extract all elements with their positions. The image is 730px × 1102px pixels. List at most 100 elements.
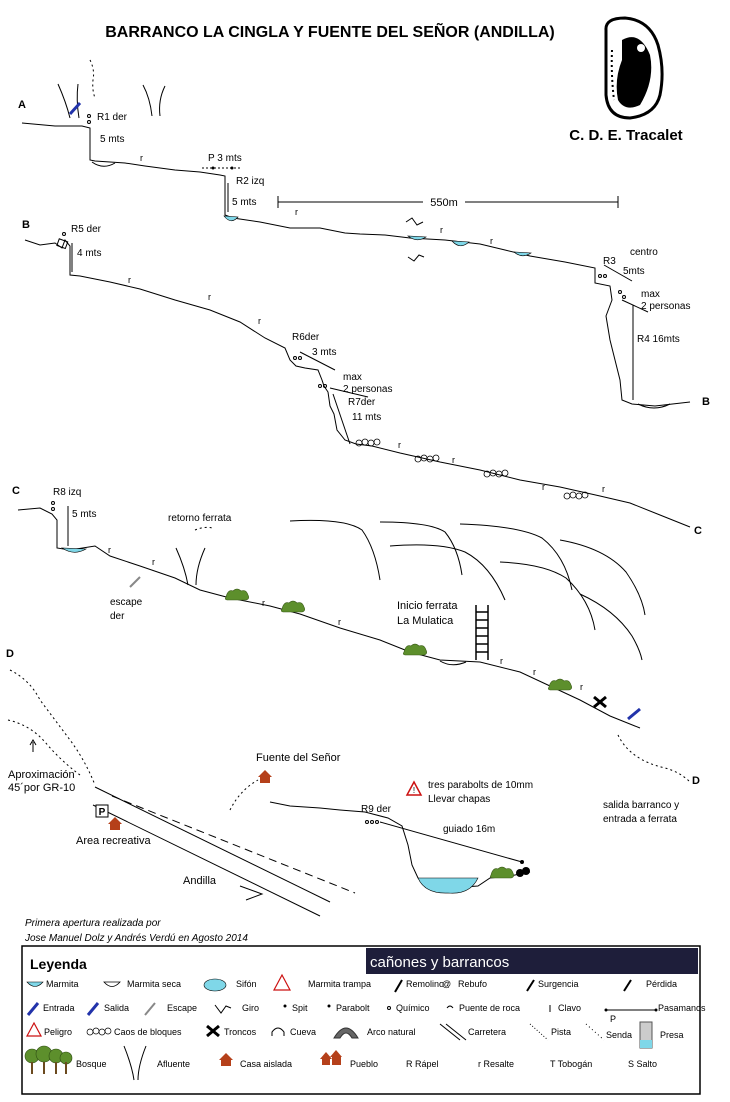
label-r5-height: 4 mts bbox=[77, 248, 101, 259]
profile-b bbox=[24, 239, 691, 528]
section-label-b-end: B bbox=[702, 396, 710, 408]
resalte-mark: r bbox=[108, 545, 111, 555]
label-parabolts2: Llevar chapas bbox=[428, 794, 490, 805]
legend-row-2: Entrada Salida Escape Giro Spit Parabolt… bbox=[26, 1002, 706, 1024]
resalte-mark: r bbox=[533, 667, 536, 677]
profile-c bbox=[17, 507, 641, 729]
approach-path bbox=[7, 669, 259, 811]
label-max-b: max bbox=[343, 372, 362, 383]
resalte-mark: r bbox=[128, 275, 131, 285]
logs-icon bbox=[593, 695, 607, 709]
svg-text:Marmita trampa: Marmita trampa bbox=[308, 979, 371, 989]
resalte-mark: r bbox=[338, 617, 341, 627]
resalte-mark: r bbox=[140, 153, 143, 163]
label-p3: P 3 mts bbox=[208, 153, 242, 164]
svg-text:Afluente: Afluente bbox=[157, 1059, 190, 1069]
ferrata-ladder bbox=[475, 605, 489, 660]
legend-row-3: Peligro Caos de bloques Troncos Cueva Ar… bbox=[25, 1021, 684, 1049]
label-escape2: der bbox=[110, 611, 125, 622]
resalte-mark: r bbox=[440, 225, 443, 235]
svg-text:Salida: Salida bbox=[104, 1003, 129, 1013]
label-salida2: entrada a ferrata bbox=[603, 814, 677, 825]
svg-text:Surgencia: Surgencia bbox=[538, 979, 579, 989]
label-salida1: salida barranco y bbox=[603, 800, 679, 811]
svg-text:Casa aislada: Casa aislada bbox=[240, 1059, 292, 1069]
label-550m: 550m bbox=[430, 197, 458, 209]
svg-text:Pista: Pista bbox=[551, 1027, 571, 1037]
resalte-mark: r bbox=[452, 455, 455, 465]
svg-text:R Rápel: R Rápel bbox=[406, 1059, 439, 1069]
label-r6: R6der bbox=[292, 332, 320, 343]
svg-text:Pérdida: Pérdida bbox=[646, 979, 677, 989]
club-logo bbox=[604, 16, 664, 120]
legend-box bbox=[21, 945, 701, 1095]
entry-arrow bbox=[68, 101, 82, 116]
contour-lines bbox=[289, 519, 646, 661]
logs-icon bbox=[516, 867, 530, 877]
giro-icons-a bbox=[405, 217, 425, 262]
resalte-mark: r bbox=[262, 598, 265, 608]
credit-line-1: Primera apertura realizada por bbox=[25, 918, 161, 929]
section-label-d: D bbox=[6, 648, 14, 660]
svg-text:P: P bbox=[610, 1014, 616, 1024]
svg-text:Clavo: Clavo bbox=[558, 1003, 581, 1013]
legend-banner-text: cañones y barrancos bbox=[370, 954, 509, 971]
label-r3-height: 5mts bbox=[623, 266, 645, 277]
label-max-a: max bbox=[641, 289, 660, 300]
svg-text:Giro: Giro bbox=[242, 1003, 259, 1013]
svg-text:Arco natural: Arco natural bbox=[367, 1027, 416, 1037]
label-andilla: Andilla bbox=[183, 875, 217, 887]
label-r7: R7der bbox=[348, 397, 376, 408]
resalte-mark: r bbox=[152, 557, 155, 567]
label-r3-centro: centro bbox=[630, 247, 658, 258]
club-name: C. D. E. Tracalet bbox=[569, 127, 682, 144]
svg-text:Spit: Spit bbox=[292, 1003, 308, 1013]
svg-text:Presa: Presa bbox=[660, 1030, 684, 1040]
resalte-mark: r bbox=[580, 682, 583, 692]
section-label-c: C bbox=[12, 485, 20, 497]
section-label-d-end: D bbox=[692, 775, 700, 787]
svg-text:Senda: Senda bbox=[606, 1030, 632, 1040]
svg-text:Marmita seca: Marmita seca bbox=[127, 979, 181, 989]
label-r8: R8 izq bbox=[53, 487, 81, 498]
road bbox=[92, 786, 356, 917]
label-guiado: guiado 16m bbox=[443, 824, 495, 835]
svg-text:Peligro: Peligro bbox=[44, 1027, 72, 1037]
tributary-c bbox=[175, 547, 206, 586]
escape-arrow bbox=[129, 576, 141, 588]
resalte-mark: r bbox=[542, 482, 545, 492]
section-label-a: A bbox=[18, 99, 26, 111]
svg-text:Remolino: Remolino bbox=[406, 979, 444, 989]
svg-text:!: ! bbox=[413, 786, 415, 795]
svg-text:Entrada: Entrada bbox=[43, 1003, 75, 1013]
svg-text:Parabolt: Parabolt bbox=[336, 1003, 370, 1013]
label-r2-height: 5 mts bbox=[232, 197, 256, 208]
resalte-mark: r bbox=[295, 207, 298, 217]
svg-text:@: @ bbox=[442, 979, 451, 989]
profile-d bbox=[269, 801, 531, 889]
label-max-b2: 2 personas bbox=[343, 384, 392, 395]
exit-arrow bbox=[627, 707, 641, 721]
legend-banner bbox=[366, 948, 698, 974]
svg-text:Bosque: Bosque bbox=[76, 1059, 107, 1069]
label-max-a2: 2 personas bbox=[641, 301, 690, 312]
resalte-mark: r bbox=[208, 292, 211, 302]
label-r9: R9 der bbox=[361, 804, 392, 815]
label-aprox2: 45´por GR-10 bbox=[8, 782, 75, 794]
legend-row-4: Bosque Afluente Casa aislada Pueblo R Rá… bbox=[24, 1045, 657, 1081]
label-retorno: retorno ferrata bbox=[168, 513, 232, 524]
house-icon-fuente bbox=[258, 770, 272, 783]
label-r5: R5 der bbox=[71, 224, 102, 235]
svg-text:S Salto: S Salto bbox=[628, 1059, 657, 1069]
resalte-mark: r bbox=[258, 316, 261, 326]
svg-text:r Resalte: r Resalte bbox=[478, 1059, 514, 1069]
svg-text:Caos de bloques: Caos de bloques bbox=[114, 1027, 182, 1037]
boulder-chaos-b bbox=[355, 438, 589, 500]
label-r7-height: 11 mts bbox=[352, 412, 381, 423]
svg-text:Troncos: Troncos bbox=[224, 1027, 257, 1037]
legend-row-1: Marmita Marmita seca Sifón Marmita tramp… bbox=[26, 973, 677, 993]
label-r1-height: 5 mts bbox=[100, 134, 124, 145]
danger-icon bbox=[405, 780, 423, 796]
svg-text:Puente de roca: Puente de roca bbox=[459, 1003, 520, 1013]
